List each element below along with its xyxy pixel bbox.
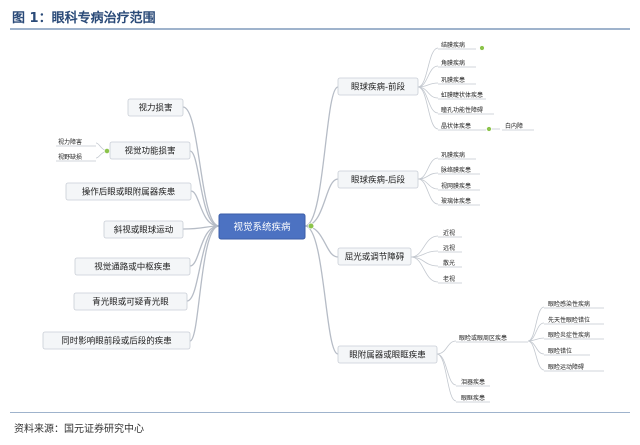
node-visual-function-box[interactable] <box>109 141 191 160</box>
node-anterior-box[interactable] <box>337 77 419 96</box>
node-postop: 操作后眼或眼附属器疾患 <box>82 187 176 198</box>
node-visual-function: 视觉功能损害 <box>124 146 175 157</box>
left-branches <box>182 106 220 342</box>
leaf-eyelid-item: 眼睑运动障碍 <box>548 363 584 371</box>
center-node-box[interactable] <box>218 213 306 240</box>
node-glaucoma: 青光眼或可疑青光眼 <box>92 297 169 308</box>
leaf-orbit: 眼眶疾患 <box>461 394 485 402</box>
leaf-anterior: 瞳孔功能性障碍 <box>441 106 483 114</box>
leaf-posterior: 玻璃体疾患 <box>441 197 471 205</box>
leaf-posterior: 视网膜疾患 <box>441 182 471 190</box>
node-vision-loss: 视力损害 <box>138 103 172 114</box>
leaf-posterior: 巩膜疾病 <box>441 151 465 159</box>
node-refraction: 屈光或调节障碍 <box>345 252 405 263</box>
expand-dot[interactable] <box>307 222 315 230</box>
leaf-anterior: 虹膜睫状体疾患 <box>441 91 483 99</box>
leaf-visual-field-defect: 视野缺损 <box>58 153 82 161</box>
node-pathway-box[interactable] <box>74 257 191 276</box>
leaf-eyelid-item: 先天性眼睑错位 <box>548 316 590 324</box>
leaf-eyelid-item: 眼睑感染性疾病 <box>548 300 590 308</box>
leaf-refraction: 远视 <box>443 244 455 252</box>
center-node: 视觉系统疾病 <box>233 221 291 233</box>
expand-dot[interactable] <box>104 148 110 154</box>
leaf-vision-impairment: 视力障害 <box>58 138 82 146</box>
leaf-eyelid-item: 眼睑炎症性疾病 <box>548 331 590 339</box>
node-adnexa: 眼附属器或眼眶疾患 <box>349 350 426 361</box>
node-pathway: 视觉通路或中枢疾患 <box>94 262 171 273</box>
source-note: 资料来源：国元证券研究中心 <box>14 424 144 435</box>
expand-dot[interactable] <box>486 126 492 132</box>
node-adnexa-box[interactable] <box>337 345 438 364</box>
leaf-refraction: 散光 <box>443 259 455 267</box>
leaf-anterior: 晶状体疾患 <box>441 122 471 130</box>
right-branches <box>304 86 339 355</box>
leaf-posterior: 脉络膜疾患 <box>441 166 471 174</box>
leaf-anterior: 结膜疾病 <box>441 41 465 49</box>
leaf-anterior: 巩膜疾患 <box>441 76 465 84</box>
leaf-cataract: 白内障 <box>505 122 523 130</box>
node-posterior-box[interactable] <box>337 170 419 189</box>
leaf-anterior: 角膜疾病 <box>441 59 465 67</box>
leaf-refraction: 近视 <box>443 229 455 237</box>
figure-header: 图 1：眼科专病治疗范围 <box>10 4 630 30</box>
node-refraction-box[interactable] <box>337 247 412 266</box>
figure-title: 图 1：眼科专病治疗范围 <box>12 11 156 26</box>
node-both-box[interactable] <box>42 331 191 350</box>
node-vision-loss-box[interactable] <box>127 98 184 117</box>
node-postop-box[interactable] <box>65 182 192 201</box>
node-strabismus-box[interactable] <box>103 220 184 239</box>
node-both: 同时影响眼前段或后段的疾患 <box>61 336 172 347</box>
node-glaucoma-box[interactable] <box>73 292 188 311</box>
leaf-lacrimal: 泪器疾患 <box>461 378 485 386</box>
expand-dot[interactable] <box>479 45 485 51</box>
leaf-refraction: 老视 <box>443 275 455 283</box>
node-strabismus: 斜视或眼球运动 <box>114 225 174 236</box>
node-posterior: 眼球疾病-后段 <box>351 175 406 186</box>
footer-divider <box>10 412 630 413</box>
leaf-eyelid-item: 眼睑错位 <box>548 347 572 355</box>
leaf-connectors <box>95 47 545 402</box>
node-anterior: 眼球疾病-前段 <box>351 82 406 93</box>
leaf-eyelid: 眼睑或眼周区疾患 <box>459 334 507 342</box>
